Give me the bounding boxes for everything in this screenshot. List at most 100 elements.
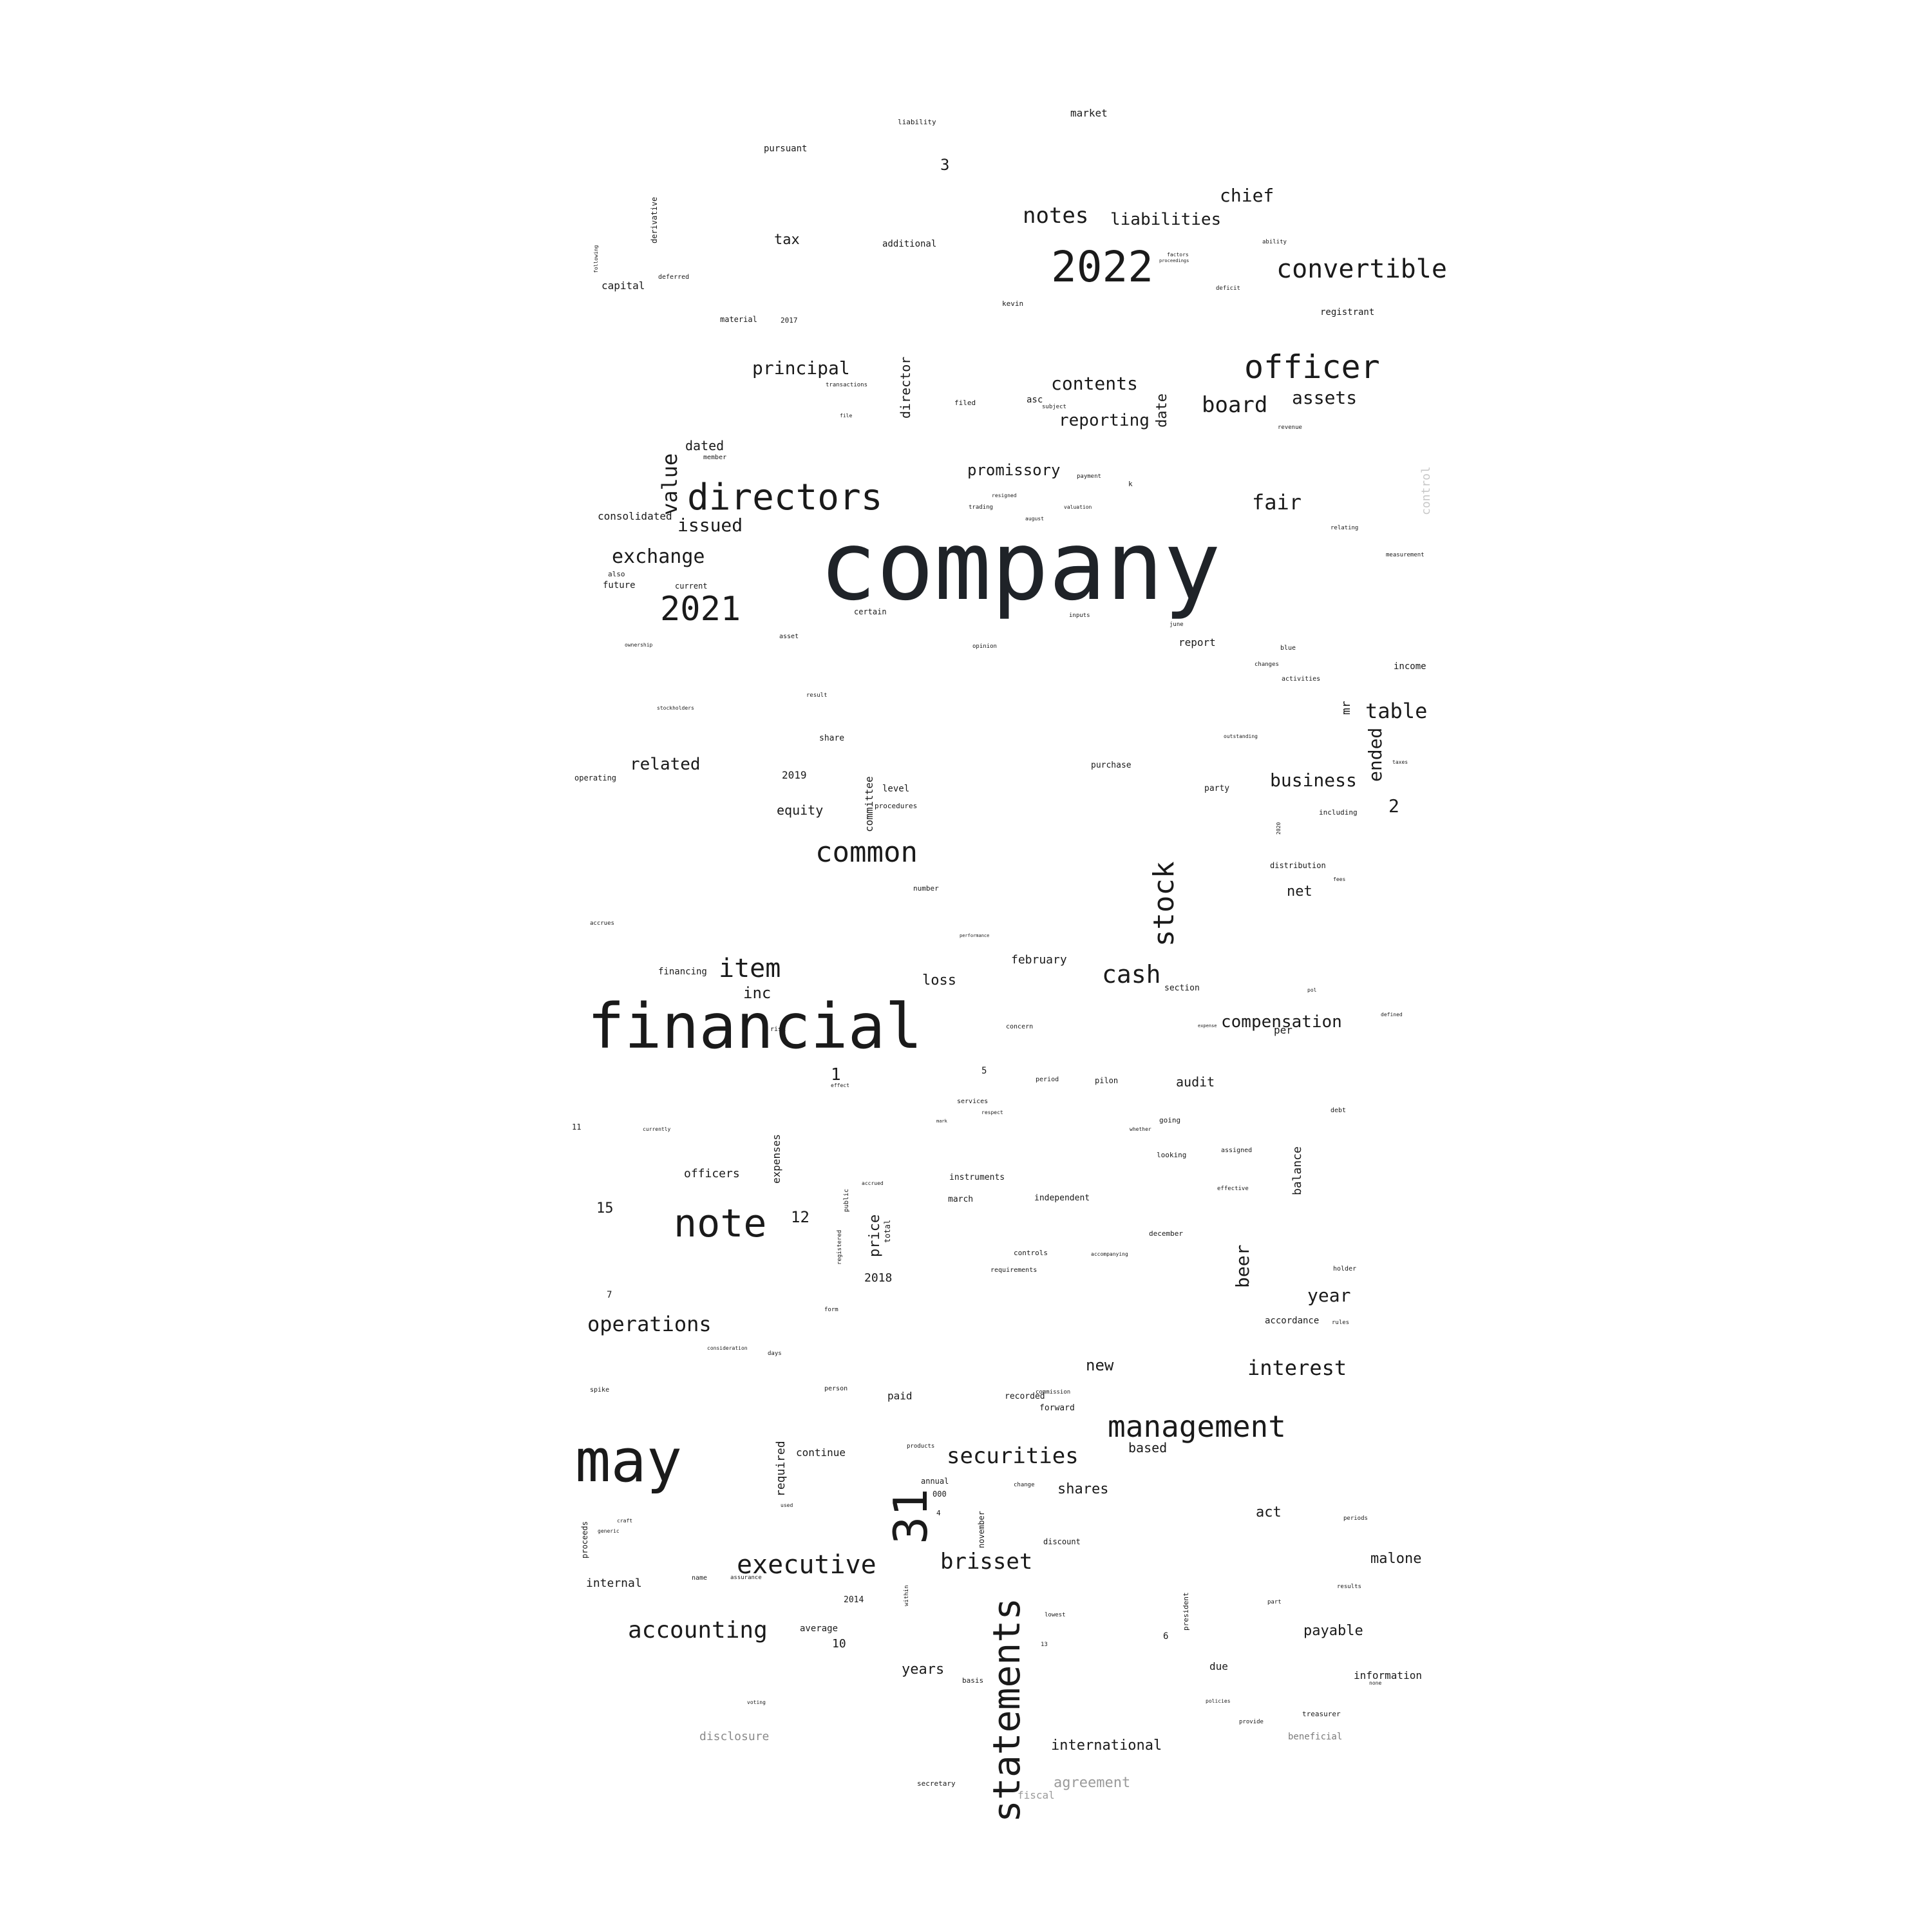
word-stockholders: stockholders	[657, 705, 694, 711]
word-deferred: deferred	[658, 274, 690, 281]
word-31: 31	[884, 1488, 938, 1544]
word-management: management	[1108, 1409, 1286, 1444]
word-results: results	[1337, 1584, 1361, 1590]
word-used: used	[781, 1502, 793, 1508]
word-recorded: recorded	[1005, 1392, 1045, 1401]
word-performance: performance	[960, 933, 990, 938]
word-business: business	[1270, 770, 1357, 791]
word-dated: dated	[685, 438, 724, 453]
word-blue: blue	[1280, 645, 1296, 652]
word-share: share	[819, 734, 845, 743]
word-tax: tax	[774, 232, 800, 248]
word-periods: periods	[1343, 1515, 1368, 1522]
word-trading: trading	[969, 504, 993, 511]
word-mr: mr	[1340, 701, 1353, 715]
word-officer: officer	[1244, 348, 1380, 386]
word-value: value	[658, 453, 682, 515]
word-forward: forward	[1039, 1403, 1075, 1413]
word-spike: spike	[590, 1387, 610, 1394]
word-activities: activities	[1282, 676, 1321, 683]
word-net: net	[1287, 884, 1312, 900]
word-director: director	[898, 356, 913, 419]
word-officers: officers	[684, 1167, 740, 1180]
word-factors: factors	[1167, 252, 1189, 258]
word-financial: financial	[587, 990, 923, 1063]
word-whether: whether	[1130, 1126, 1151, 1132]
word-effect: effect	[831, 1083, 849, 1088]
word-certain: certain	[854, 607, 887, 616]
word-promissory: promissory	[967, 461, 1061, 479]
word-years: years	[902, 1662, 945, 1678]
word-part: part	[1267, 1599, 1282, 1605]
word-2: 2	[1388, 795, 1399, 817]
word-chief: chief	[1220, 185, 1274, 206]
word-malone: malone	[1370, 1551, 1422, 1567]
word-pilon: pilon	[1095, 1076, 1119, 1085]
word-accordance: accordance	[1265, 1316, 1320, 1326]
word-holder: holder	[1333, 1265, 1357, 1273]
word-related: related	[630, 755, 701, 774]
word-asc: asc	[1027, 395, 1043, 405]
word-name: name	[692, 1575, 708, 1582]
word-total: total	[883, 1219, 892, 1243]
word-transactions: transactions	[826, 382, 868, 388]
word-outstanding: outstanding	[1224, 734, 1258, 739]
word-contents: contents	[1051, 373, 1138, 394]
word-products: products	[907, 1443, 935, 1450]
word-due: due	[1209, 1660, 1228, 1672]
word-material: material	[720, 315, 757, 324]
word-beneficial: beneficial	[1288, 1732, 1343, 1742]
word-member: member	[703, 454, 727, 461]
word-currently: currently	[643, 1126, 671, 1132]
word-distribution: distribution	[1270, 861, 1326, 870]
word-directors: directors	[687, 477, 883, 518]
word-3: 3	[940, 156, 950, 174]
word-generic: generic	[598, 1528, 620, 1534]
word-person: person	[824, 1385, 848, 1392]
word-principal: principal	[752, 357, 850, 379]
word-level: level	[882, 784, 910, 794]
word-december: december	[1149, 1229, 1183, 1238]
word-may: may	[575, 1426, 683, 1495]
word-policies: policies	[1206, 1698, 1231, 1704]
word-required: required	[774, 1441, 788, 1497]
word-accounting: accounting	[628, 1617, 768, 1643]
word-defined: defined	[1381, 1012, 1403, 1018]
word-issued: issued	[677, 515, 743, 536]
word-secretary: secretary	[917, 1779, 956, 1788]
word-registrant: registrant	[1320, 307, 1375, 317]
word-requirements: requirements	[990, 1267, 1037, 1274]
word-2018: 2018	[864, 1271, 893, 1285]
word-going: going	[1159, 1116, 1181, 1124]
word-ownership: ownership	[625, 642, 653, 648]
word-days: days	[768, 1350, 782, 1357]
word-10: 10	[832, 1637, 846, 1651]
word-filed: filed	[954, 399, 976, 407]
word-7: 7	[607, 1290, 612, 1300]
word-including: including	[1319, 808, 1358, 817]
word-accrued: accrued	[862, 1180, 884, 1186]
word-interest: interest	[1247, 1356, 1347, 1380]
word-price: price	[867, 1214, 883, 1257]
word-accompanying: accompanying	[1091, 1251, 1128, 1257]
word-valuation: valuation	[1064, 504, 1092, 510]
word-ability: ability	[1262, 239, 1287, 245]
word-market: market	[1070, 107, 1108, 119]
word-pol: pol	[1307, 987, 1317, 993]
word-february: february	[1011, 953, 1067, 967]
word-within: within	[904, 1585, 910, 1606]
word-per: per	[1274, 1024, 1293, 1036]
word-assigned: assigned	[1221, 1147, 1253, 1154]
word-common: common	[815, 836, 918, 869]
word-independent: independent	[1034, 1193, 1090, 1203]
word-operations: operations	[587, 1312, 712, 1336]
word-revenue: revenue	[1278, 424, 1302, 431]
word-brisset: brisset	[940, 1549, 1033, 1575]
word-form: form	[824, 1307, 838, 1313]
word-discount: discount	[1043, 1537, 1081, 1546]
word-cash: cash	[1102, 960, 1161, 989]
word-expense: expense	[1198, 1023, 1217, 1028]
word-resigned: resigned	[992, 493, 1017, 498]
word-subject: subject	[1042, 404, 1066, 410]
word-year: year	[1307, 1285, 1351, 1306]
